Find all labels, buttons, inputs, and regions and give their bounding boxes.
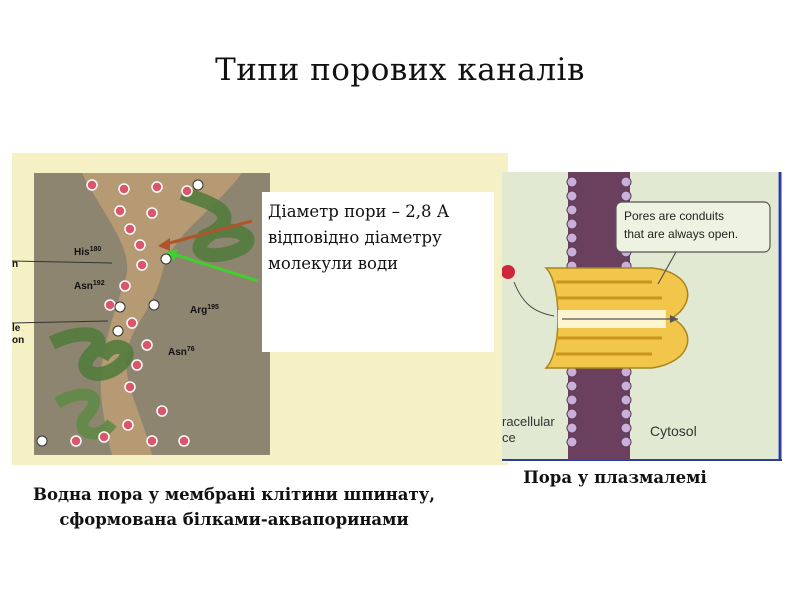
label-edge-on: on — [12, 335, 24, 346]
membrane-pore-figure: Pores are conduits that are always open.… — [502, 172, 784, 462]
label-extracellular-1: racellular — [502, 414, 555, 429]
label-cytosol: Cytosol — [650, 423, 697, 439]
page-title: Типи порових каналів — [0, 52, 800, 88]
right-caption: Пора у плазмалемі — [500, 468, 730, 487]
left-caption: Водна пора у мембрані клітини шпинату, с… — [14, 482, 454, 532]
left-caption-line-2: сформована білками-аквапоринами — [14, 507, 454, 532]
callout-text: Діаметр пори – 2,8 А відповідно діаметру… — [268, 199, 494, 277]
label-extracellular-2: ce — [502, 430, 516, 445]
left-caption-line-1: Водна пора у мембрані клітини шпинату, — [14, 482, 454, 507]
callout-line-1: Діаметр пори – 2,8 А — [268, 199, 494, 225]
bubble-line-1: Pores are conduits — [624, 209, 724, 223]
callout-line-2: відповідно діаметру — [268, 225, 494, 251]
bubble-line-2: that are always open. — [624, 227, 738, 241]
label-edge-le: le — [12, 323, 21, 334]
callout-line-3: молекули води — [268, 251, 494, 277]
label-edge-n: n — [12, 259, 18, 270]
